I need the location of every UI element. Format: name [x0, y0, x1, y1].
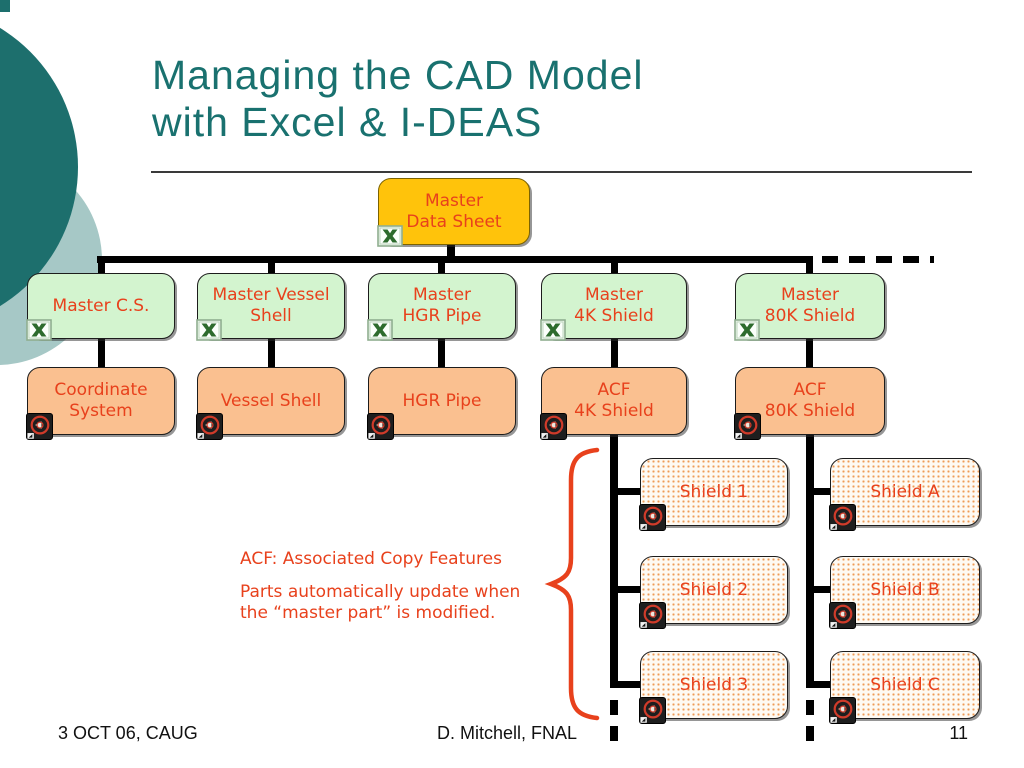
node-label: Shield 3	[679, 674, 749, 695]
connector-stub-master-cs	[98, 261, 105, 274]
ideas-app-icon	[367, 413, 394, 440]
connector-shield-b	[812, 586, 834, 593]
connector-root-stub	[447, 242, 455, 258]
node-label: Master HGR Pipe	[402, 285, 482, 326]
connector-trunk	[97, 256, 813, 263]
ideas-app-icon	[540, 413, 567, 440]
footer-author: D. Mitchell, FNAL	[437, 723, 578, 743]
node-label: Shield C	[870, 674, 940, 695]
connector-hgr	[438, 336, 445, 369]
node-label: Vessel Shell	[220, 390, 322, 411]
node-vessel-shell: Vessel Shell	[197, 367, 345, 435]
connector-shield-c	[812, 681, 834, 688]
node-hgr-pipe: HGR Pipe	[368, 367, 516, 435]
slide-title: Managing the CAD Model with Excel & I-DE…	[152, 52, 644, 145]
acf-definition: ACF: Associated Copy Features	[240, 549, 502, 569]
node-label: ACF 80K Shield	[764, 380, 856, 421]
node-label: Shield B	[870, 579, 940, 600]
connector-stub-master-vessel	[268, 261, 275, 274]
node-shield-1: Shield 1	[640, 458, 788, 526]
ideas-app-icon	[829, 602, 856, 629]
connector-stub-master-80k	[806, 261, 813, 274]
connector-stub-master-4k	[611, 261, 618, 274]
node-shield-2: Shield 2	[640, 556, 788, 624]
node-master-cs: Master C.S.	[27, 273, 175, 339]
node-label: Shield 2	[679, 579, 749, 600]
connector-stub-master-hgr	[438, 261, 445, 274]
connector-cs-coordinate	[98, 336, 105, 369]
decor-corner-square	[0, 0, 10, 12]
node-shield-a: Shield A	[830, 458, 980, 526]
node-label: Master 4K Shield	[574, 285, 654, 326]
excel-icon	[540, 319, 566, 341]
connector-4k-trunk-dashed	[610, 700, 618, 742]
connector-trunk-dashed	[822, 256, 934, 263]
curly-brace	[544, 447, 600, 721]
connector-shield-a	[812, 488, 834, 495]
node-coordinate-system: Coordinate System	[27, 367, 175, 435]
ideas-app-icon	[26, 413, 53, 440]
connector-shield-2	[616, 586, 642, 593]
page-number: 11	[949, 723, 968, 743]
node-shield-c: Shield C	[830, 651, 980, 719]
ideas-app-icon	[639, 504, 666, 531]
connector-80k-trunk	[806, 432, 814, 688]
connector-4k	[611, 336, 618, 369]
node-master-4k-shield: Master 4K Shield	[541, 273, 687, 339]
node-acf-4k-shield: ACF 4K Shield	[541, 367, 687, 435]
ideas-app-icon	[639, 697, 666, 724]
connector-4k-trunk	[610, 432, 618, 688]
connector-80k	[806, 336, 813, 369]
excel-icon	[377, 225, 403, 247]
node-master-data-sheet: Master Data Sheet	[378, 178, 530, 245]
node-label: Master Vessel Shell	[212, 285, 330, 326]
title-underline	[151, 171, 972, 173]
excel-icon	[196, 319, 222, 341]
excel-icon	[26, 319, 52, 341]
node-label: HGR Pipe	[402, 390, 482, 411]
node-shield-3: Shield 3	[640, 651, 788, 719]
ideas-app-icon	[829, 697, 856, 724]
node-label: Master 80K Shield	[764, 285, 856, 326]
node-master-80k-shield: Master 80K Shield	[735, 273, 885, 339]
ideas-app-icon	[196, 413, 223, 440]
connector-shield-1	[616, 488, 642, 495]
node-label: Master Data Sheet	[406, 190, 502, 232]
acf-annotation: ACF: Associated Copy Features Parts auto…	[240, 549, 540, 624]
connector-vessel	[268, 336, 275, 369]
node-master-vessel-shell: Master Vessel Shell	[197, 273, 345, 339]
connector-80k-trunk-dashed	[806, 700, 814, 742]
ideas-app-icon	[829, 504, 856, 531]
node-label: Master C.S.	[52, 295, 150, 316]
ideas-app-icon	[639, 602, 666, 629]
excel-icon	[734, 319, 760, 341]
ideas-app-icon	[734, 413, 761, 440]
footer-date: 3 OCT 06, CAUG	[58, 723, 198, 743]
node-label: Coordinate System	[54, 380, 148, 421]
node-shield-b: Shield B	[830, 556, 980, 624]
node-label: Shield 1	[679, 481, 749, 502]
excel-icon	[367, 319, 393, 341]
node-label: Shield A	[870, 481, 940, 502]
connector-shield-3	[616, 681, 642, 688]
node-label: ACF 4K Shield	[574, 380, 654, 421]
acf-description: Parts automatically update when the “mas…	[240, 582, 521, 623]
node-acf-80k-shield: ACF 80K Shield	[735, 367, 885, 435]
node-master-hgr-pipe: Master HGR Pipe	[368, 273, 516, 339]
